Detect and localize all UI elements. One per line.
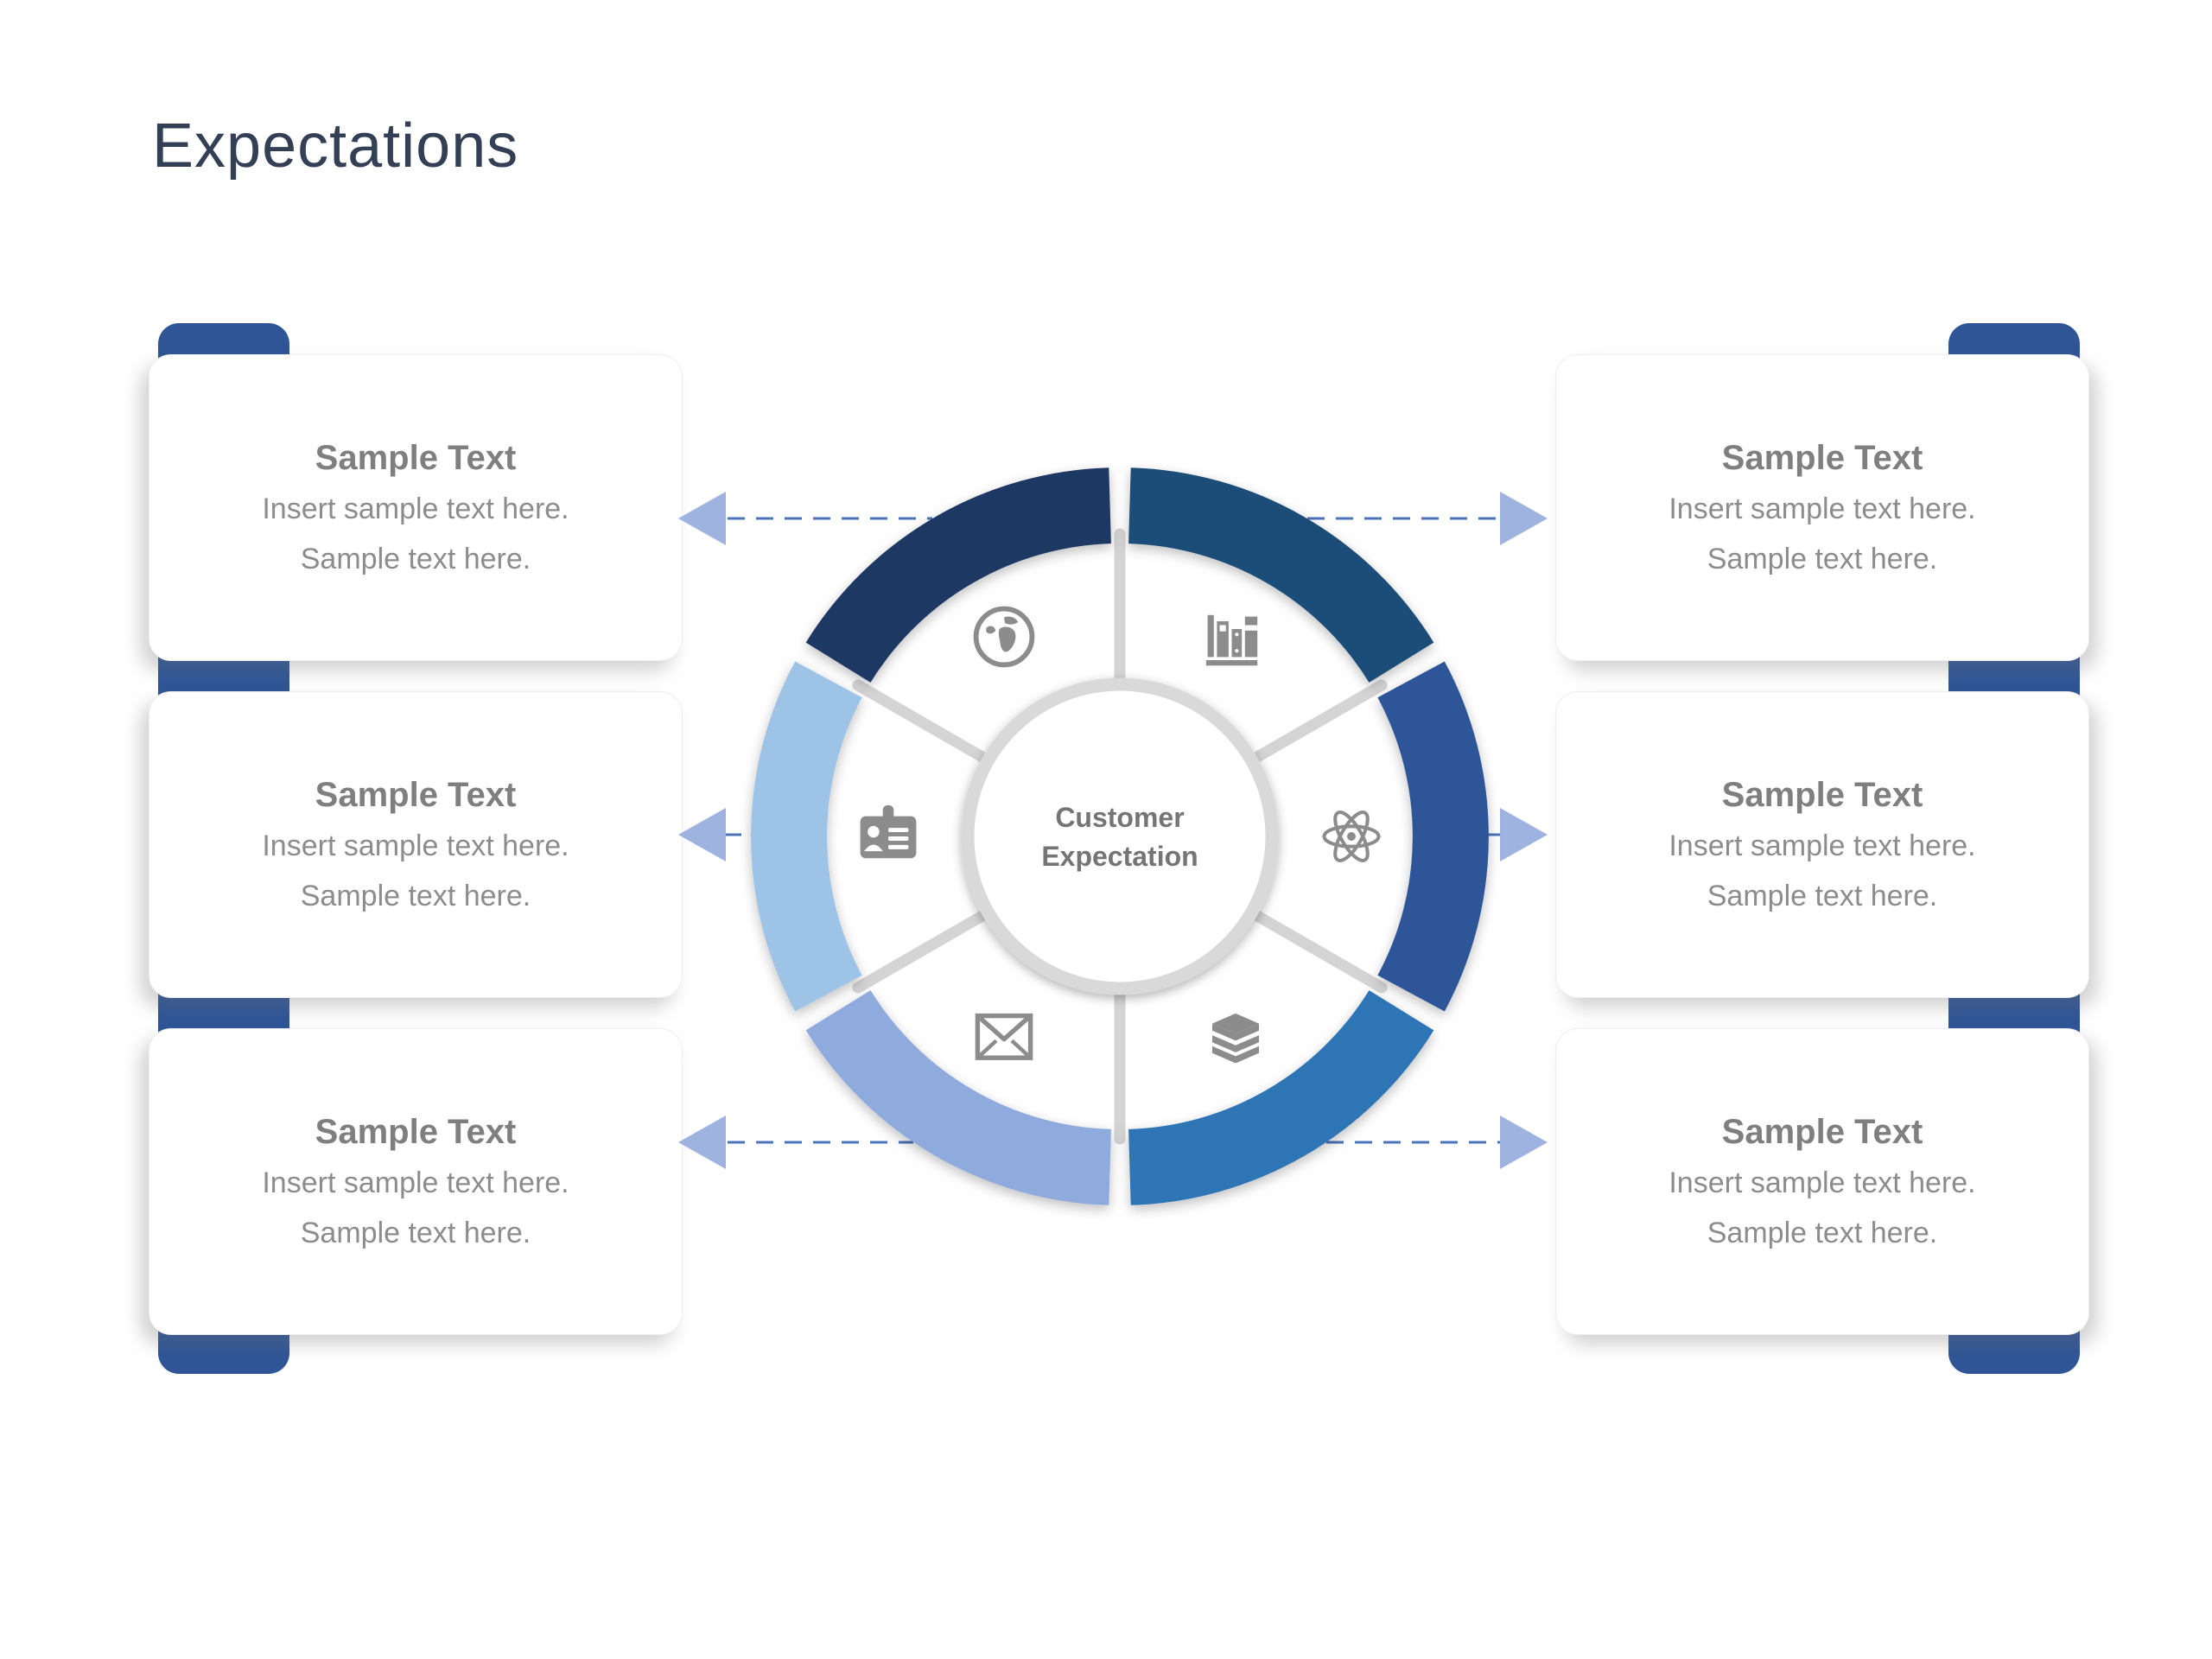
card-line-1: Insert sample text here. xyxy=(262,492,569,525)
card-line-1: Insert sample text here. xyxy=(1669,1166,1976,1199)
atom-icon xyxy=(1322,810,1381,862)
arrow-left-middle xyxy=(678,808,752,861)
ring-segment-top-left xyxy=(805,467,1112,683)
card-left-bottom: Sample Text Insert sample text here. Sam… xyxy=(149,1028,683,1335)
center-label-line2: Expectation xyxy=(1041,841,1198,872)
bookshelf-icon xyxy=(1205,614,1258,666)
arrow-head-left-icon xyxy=(678,1116,726,1169)
center-circle xyxy=(961,677,1279,995)
card-content: Sample Text Insert sample text here. Sam… xyxy=(1669,776,1975,927)
card-content: Sample Text Insert sample text here. Sam… xyxy=(262,776,569,927)
segmented-ring xyxy=(751,467,1489,1205)
arrow-right-top xyxy=(1307,492,1548,545)
id-card-icon xyxy=(860,805,917,859)
card-right-top: Sample Text Insert sample text here. Sam… xyxy=(1555,354,2089,661)
card-title: Sample Text xyxy=(1721,775,1923,814)
card-title: Sample Text xyxy=(315,1112,517,1151)
card-content: Sample Text Insert sample text here. Sam… xyxy=(1669,439,1975,590)
card-line-1: Insert sample text here. xyxy=(1669,829,1976,862)
card-line-2: Sample text here. xyxy=(1707,1217,1938,1249)
divider-upper-left xyxy=(852,679,997,768)
arrow-left-top xyxy=(678,492,932,545)
card-line-2: Sample text here. xyxy=(1707,543,1938,575)
arrow-head-left-icon xyxy=(678,492,726,545)
ring-segment-bottom-right xyxy=(1128,989,1434,1205)
card-line-2: Sample text here. xyxy=(300,880,531,912)
arrow-right-middle xyxy=(1488,808,1548,861)
ring-segment-bottom-left xyxy=(805,989,1112,1205)
card-content: Sample Text Insert sample text here. Sam… xyxy=(262,439,569,590)
ring-segment-left xyxy=(751,661,862,1012)
arrow-left-bottom xyxy=(678,1116,913,1169)
arrow-head-left-icon xyxy=(678,808,726,861)
card-line-2: Sample text here. xyxy=(300,543,531,575)
arrow-head-right-icon xyxy=(1500,808,1548,861)
card-title: Sample Text xyxy=(315,438,517,477)
card-right-bottom: Sample Text Insert sample text here. Sam… xyxy=(1555,1028,2089,1335)
center-label-line1: Customer xyxy=(1055,802,1184,833)
books-stack-icon xyxy=(1212,1013,1259,1064)
arrow-head-right-icon xyxy=(1500,1116,1548,1169)
sector-dividers xyxy=(852,528,1388,1145)
divider-upper-right xyxy=(1243,679,1388,768)
divider-lower-right xyxy=(1243,905,1388,994)
card-content: Sample Text Insert sample text here. Sam… xyxy=(262,1113,569,1264)
ring-segment-right xyxy=(1377,661,1489,1012)
card-line-1: Insert sample text here. xyxy=(262,1166,569,1199)
card-title: Sample Text xyxy=(315,775,517,814)
card-right-middle: Sample Text Insert sample text here. Sam… xyxy=(1555,691,2089,998)
card-line-2: Sample text here. xyxy=(1707,880,1938,912)
arrow-right-bottom xyxy=(1326,1116,1548,1169)
card-left-middle: Sample Text Insert sample text here. Sam… xyxy=(149,691,683,998)
page-title: Expectations xyxy=(152,111,519,181)
card-line-2: Sample text here. xyxy=(300,1217,531,1249)
card-left-top: Sample Text Insert sample text here. Sam… xyxy=(149,354,683,661)
card-title: Sample Text xyxy=(1721,438,1923,477)
globe-icon xyxy=(973,606,1035,668)
envelope-icon xyxy=(975,1013,1033,1060)
divider-lower-left xyxy=(852,905,997,994)
card-line-1: Insert sample text here. xyxy=(1669,492,1976,525)
ring-segment-top-right xyxy=(1128,467,1434,683)
arrow-head-right-icon xyxy=(1500,492,1548,545)
card-title: Sample Text xyxy=(1721,1112,1923,1151)
card-content: Sample Text Insert sample text here. Sam… xyxy=(1669,1113,1975,1264)
card-line-1: Insert sample text here. xyxy=(262,829,569,862)
